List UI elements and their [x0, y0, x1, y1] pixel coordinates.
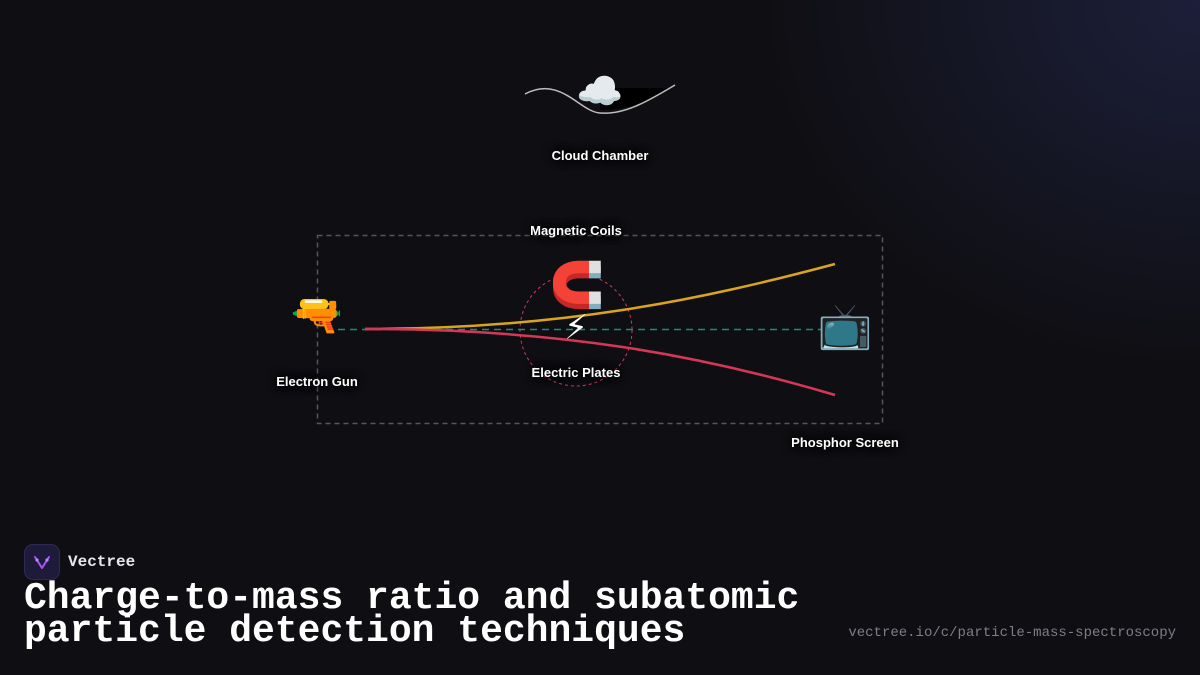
lightning-icon: ⚡	[564, 308, 588, 348]
downward-deflected-beam	[364, 327, 836, 397]
upward-deflected-beam	[364, 262, 836, 331]
cloud-icon: ☁️	[576, 69, 624, 113]
cloud-chamber-track	[524, 84, 676, 114]
source-url: vectree.io/c/particle-mass-spectroscopy	[848, 625, 1176, 641]
gun-icon: 🔫	[290, 290, 344, 339]
brand: Vectree	[24, 544, 135, 580]
apparatus-boundary	[316, 234, 884, 425]
brand-name: Vectree	[68, 553, 136, 571]
electric-plates-label: Electric Plates	[531, 365, 621, 380]
page-title: Charge-to-mass ratio and subatomic parti…	[24, 577, 800, 653]
vectree-logo-icon	[24, 544, 60, 580]
cloud-chamber-label: Cloud Chamber	[551, 148, 649, 163]
electron-gun-label: Electron Gun	[276, 374, 358, 389]
magnet-icon: 🧲	[549, 260, 605, 311]
magnetic-coils-label: Magnetic Coils	[530, 223, 622, 238]
phosphor-screen-label: Phosphor Screen	[791, 435, 899, 450]
tv-icon: 📺	[817, 301, 873, 352]
cloud-chamber-backdrop	[600, 88, 668, 110]
